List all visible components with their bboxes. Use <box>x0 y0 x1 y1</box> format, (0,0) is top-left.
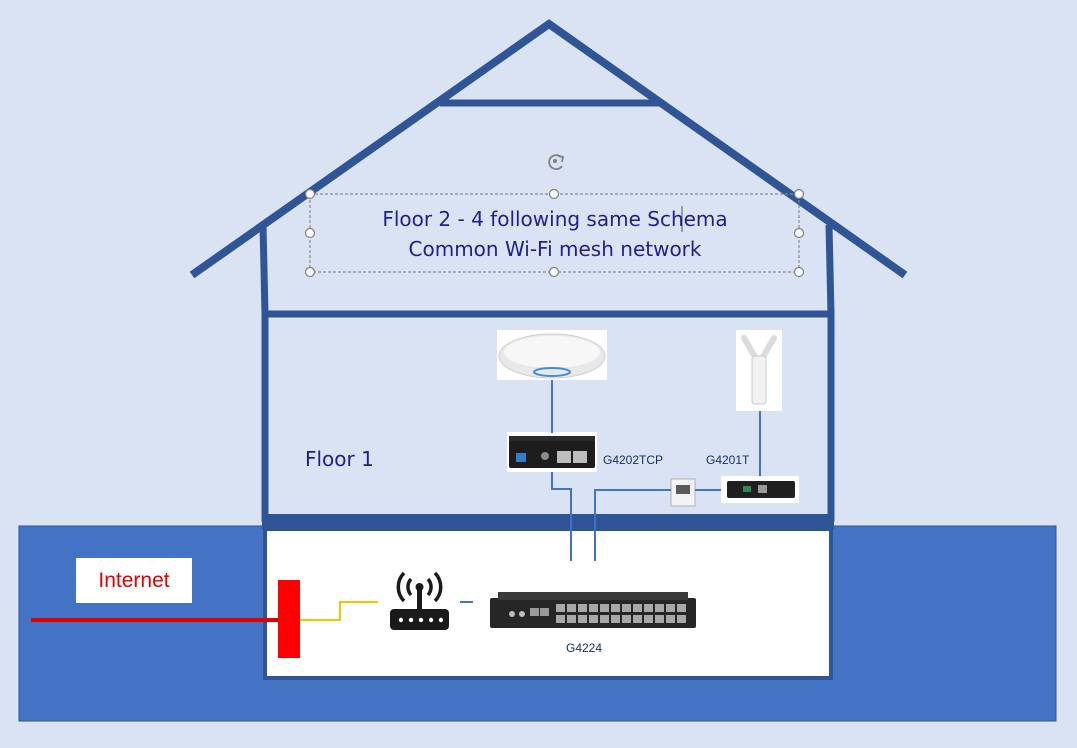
switch-port <box>655 604 664 612</box>
internet-label: Internet <box>98 568 170 592</box>
attic-wall-right <box>825 224 835 315</box>
switch-port <box>677 604 686 612</box>
floor2-annotation-line2: Common Wi-Fi mesh network <box>408 237 702 261</box>
switch-port <box>589 615 598 623</box>
ceiling-access-point <box>497 330 607 380</box>
wall-phone-socket <box>670 478 696 507</box>
floor2-annotation[interactable]: Floor 2 - 4 following same Schema Common… <box>310 204 800 264</box>
switch-port <box>622 615 631 623</box>
switch-port <box>644 604 653 612</box>
switch-port <box>589 604 598 612</box>
switch-port <box>556 604 565 612</box>
g4202tcp-device <box>507 432 597 472</box>
wifi-router-icon <box>390 571 449 630</box>
switch-port <box>677 615 686 623</box>
rotate-handle-icon[interactable] <box>548 154 565 170</box>
g4224-ports <box>556 604 686 623</box>
switch-port <box>600 604 609 612</box>
switch-port <box>633 615 642 623</box>
switch-port <box>666 604 675 612</box>
switch-port <box>633 604 642 612</box>
floor1-label: Floor 1 <box>305 447 374 471</box>
outdoor-mesh-access-point <box>736 330 782 411</box>
switch-port <box>666 615 675 623</box>
switch-port <box>600 615 609 623</box>
switch-port <box>578 615 587 623</box>
internet-wall-entry <box>278 580 300 658</box>
switch-port <box>556 615 565 623</box>
textbox-resize-handles[interactable] <box>304 188 805 278</box>
g4201t-device <box>721 476 799 503</box>
switch-port <box>578 604 587 612</box>
switch-port <box>567 604 576 612</box>
g4224-label: G4224 <box>566 641 603 655</box>
g4224-device <box>490 592 696 628</box>
switch-port <box>611 604 620 612</box>
floor1-cables <box>551 380 761 561</box>
g4201t-label: G4201T <box>706 453 750 467</box>
router-link-cable <box>300 601 378 621</box>
switch-port <box>622 604 631 612</box>
floor1-slab <box>262 514 834 529</box>
g4202tcp-label: G4202TCP <box>603 453 664 467</box>
switch-port <box>644 615 653 623</box>
switch-port <box>655 615 664 623</box>
internet-label-box: Internet <box>76 558 192 603</box>
switch-port <box>567 615 576 623</box>
attic-wall-left <box>259 224 269 315</box>
floor2-annotation-line1: Floor 2 - 4 following same Schema <box>382 207 728 231</box>
switch-port <box>611 615 620 623</box>
